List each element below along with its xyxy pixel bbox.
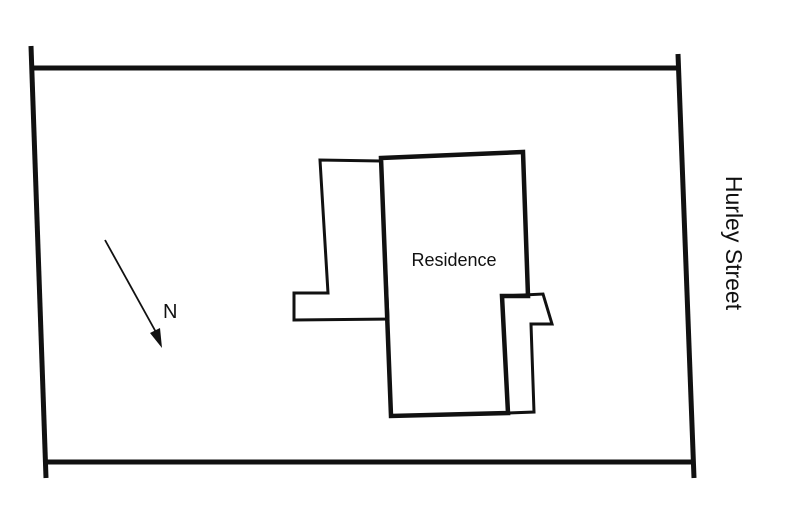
lot-line-left xyxy=(28,45,49,479)
building-footprint: Residence xyxy=(292,149,555,419)
rear-annex xyxy=(292,158,390,322)
north-arrow-shaft xyxy=(104,239,158,335)
north-arrow: N xyxy=(104,239,177,348)
main-house xyxy=(378,149,531,419)
north-label: N xyxy=(163,301,177,323)
side-porch xyxy=(500,292,555,415)
lot-boundary xyxy=(28,45,697,479)
north-arrow-head xyxy=(150,328,162,348)
street-label: Hurley Street xyxy=(721,176,747,311)
building-label: Residence xyxy=(411,250,496,270)
lot-line-right xyxy=(675,53,697,479)
